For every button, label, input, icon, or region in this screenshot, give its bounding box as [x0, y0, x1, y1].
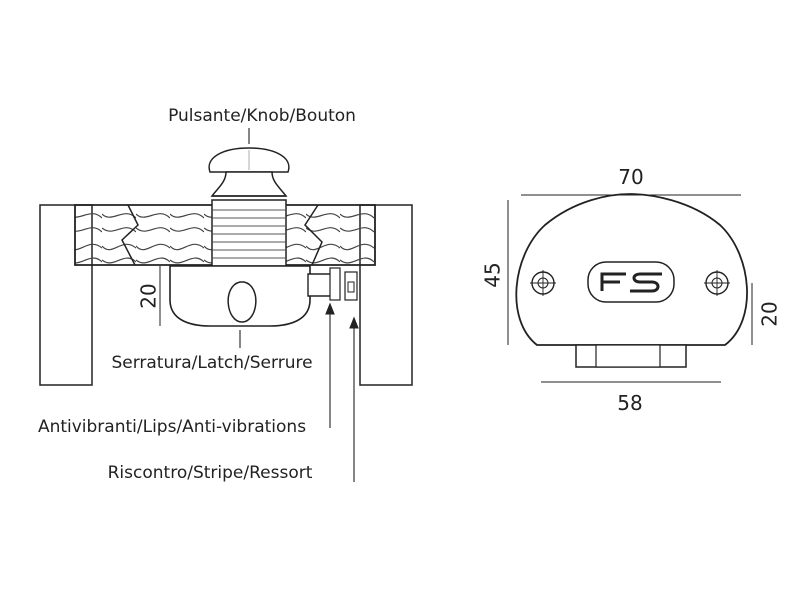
bottom-tab-inner [595, 344, 661, 368]
width-bottom-value: 58 [617, 391, 642, 415]
height-right-value: 20 [758, 301, 782, 326]
side-section-view: 20 Pulsante/Knob/Bouton Serratura/Latch/… [38, 106, 413, 483]
knob-label: Pulsante/Knob/Bouton [168, 106, 356, 126]
lips-label: Antivibranti/Lips/Anti-vibrations [38, 417, 306, 437]
height-left-value: 45 [481, 262, 505, 287]
latch-keyhole [227, 281, 257, 323]
shaft-threads [212, 209, 286, 259]
wood-panel-split-left [121, 204, 139, 266]
fs-logo [587, 261, 675, 303]
knob [208, 147, 290, 197]
left-screw-hole [530, 270, 556, 296]
wood-panel-split-right [304, 204, 323, 266]
anti-vibration-lips [329, 267, 341, 301]
side-height-value: 20 [137, 283, 161, 308]
front-view: 70 45 20 58 [481, 165, 782, 415]
width-top-value: 70 [618, 165, 643, 189]
strike-label: Riscontro/Stripe/Ressort [108, 463, 313, 483]
right-screw-hole [704, 270, 730, 296]
strike-clip [347, 281, 355, 293]
latch-label: Serratura/Latch/Serrure [111, 353, 312, 373]
leader-lines [239, 128, 359, 482]
